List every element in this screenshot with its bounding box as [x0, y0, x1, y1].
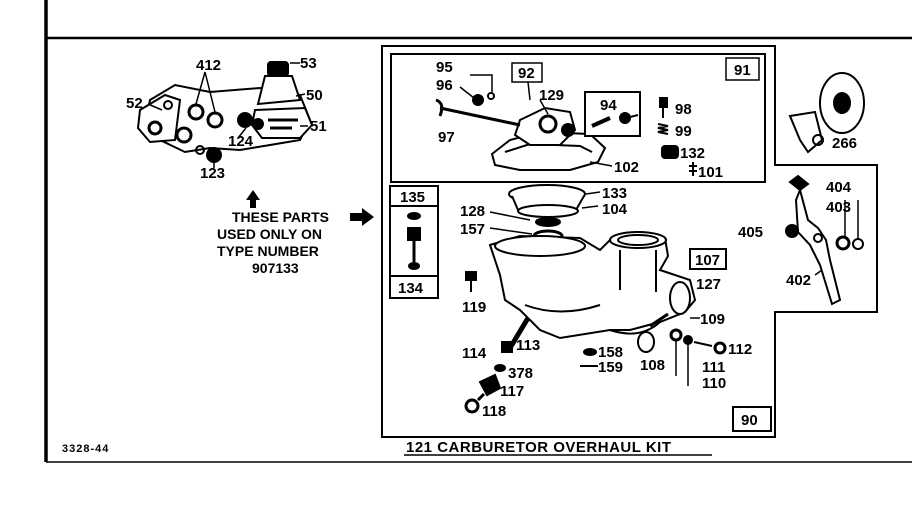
- box-label-135: 135: [400, 189, 425, 206]
- label-402: 402: [786, 272, 811, 289]
- label-117: 117: [500, 383, 524, 400]
- box-label-91: 91: [734, 62, 751, 79]
- label-118: 118: [482, 403, 506, 420]
- governor-labels: 404 403 405 402: [738, 179, 852, 289]
- page-frame: [44, 0, 912, 463]
- right-arrow-icon: [350, 208, 374, 226]
- box-label-92: 92: [518, 65, 535, 82]
- label-98: 98: [675, 101, 692, 118]
- carburetor-upper-body: [435, 74, 697, 176]
- label-97: 97: [438, 129, 455, 146]
- label-99: 99: [675, 123, 692, 140]
- label-157: 157: [460, 221, 485, 238]
- label-404: 404: [826, 179, 852, 196]
- label-132: 132: [680, 145, 705, 162]
- lower-box-outlines: [689, 248, 772, 432]
- note-line-2: USED ONLY ON: [217, 226, 322, 242]
- label-109: 109: [700, 311, 725, 328]
- label-112: 112: [728, 341, 752, 358]
- label-96: 96: [436, 77, 453, 94]
- label-266: 266: [832, 135, 857, 152]
- label-52: 52: [126, 95, 143, 112]
- label-104: 104: [602, 201, 628, 218]
- label-53: 53: [300, 55, 317, 72]
- label-403: 403: [826, 199, 851, 216]
- type-note: THESE PARTS USED ONLY ON TYPE NUMBER 907…: [217, 209, 329, 276]
- kit-panel-outline: [381, 45, 878, 438]
- label-111: 111: [702, 359, 725, 376]
- governor-linkage: [785, 174, 864, 306]
- carburetor-lower-body: [464, 184, 727, 414]
- label-110: 110: [702, 375, 726, 392]
- label-129: 129: [539, 87, 564, 104]
- box-label-90: 90: [741, 412, 758, 429]
- label-159: 159: [598, 359, 623, 376]
- drawing-code: 3328-44: [62, 443, 109, 455]
- label-113: 113: [516, 337, 540, 354]
- label-378: 378: [508, 365, 533, 382]
- label-128: 128: [460, 203, 485, 220]
- label-119: 119: [462, 299, 486, 316]
- fuel-pump-labels: 412 53 52 50 51 124 123: [126, 55, 327, 182]
- note-line-3: TYPE NUMBER: [217, 243, 319, 259]
- label-51: 51: [310, 118, 327, 135]
- label-158: 158: [598, 344, 623, 361]
- label-133: 133: [602, 185, 627, 202]
- label-114: 114: [462, 345, 487, 362]
- box-label-94: 94: [600, 97, 617, 114]
- label-108: 108: [640, 357, 665, 374]
- label-405: 405: [738, 224, 763, 241]
- up-arrow-icon: [246, 190, 260, 208]
- box-label-107: 107: [695, 252, 720, 269]
- label-123: 123: [200, 165, 225, 182]
- lower-labels: 133 104 128 157 119 113 114 378 117 118 …: [460, 185, 752, 420]
- box-label-127: 127: [696, 276, 721, 293]
- kit-caption: 121 CARBURETOR OVERHAUL KIT: [406, 439, 671, 456]
- label-102: 102: [614, 159, 639, 176]
- label-50: 50: [306, 87, 323, 104]
- needle-valve-box: [389, 185, 439, 299]
- upper-body-panel: [390, 53, 766, 183]
- box-label-134: 134: [398, 280, 424, 297]
- note-line-1: THESE PARTS: [232, 209, 329, 225]
- label-95: 95: [436, 59, 453, 76]
- upper-box-labels: [511, 57, 760, 83]
- upper-labels: 95 96 97 129 98 99 132 101 102: [436, 59, 723, 181]
- bracket-assembly: [788, 72, 865, 154]
- label-412: 412: [196, 57, 221, 74]
- label-101: 101: [698, 164, 723, 181]
- fuel-pump-assembly: [136, 61, 314, 168]
- label-124: 124: [228, 133, 254, 150]
- note-line-4: 907133: [252, 260, 299, 276]
